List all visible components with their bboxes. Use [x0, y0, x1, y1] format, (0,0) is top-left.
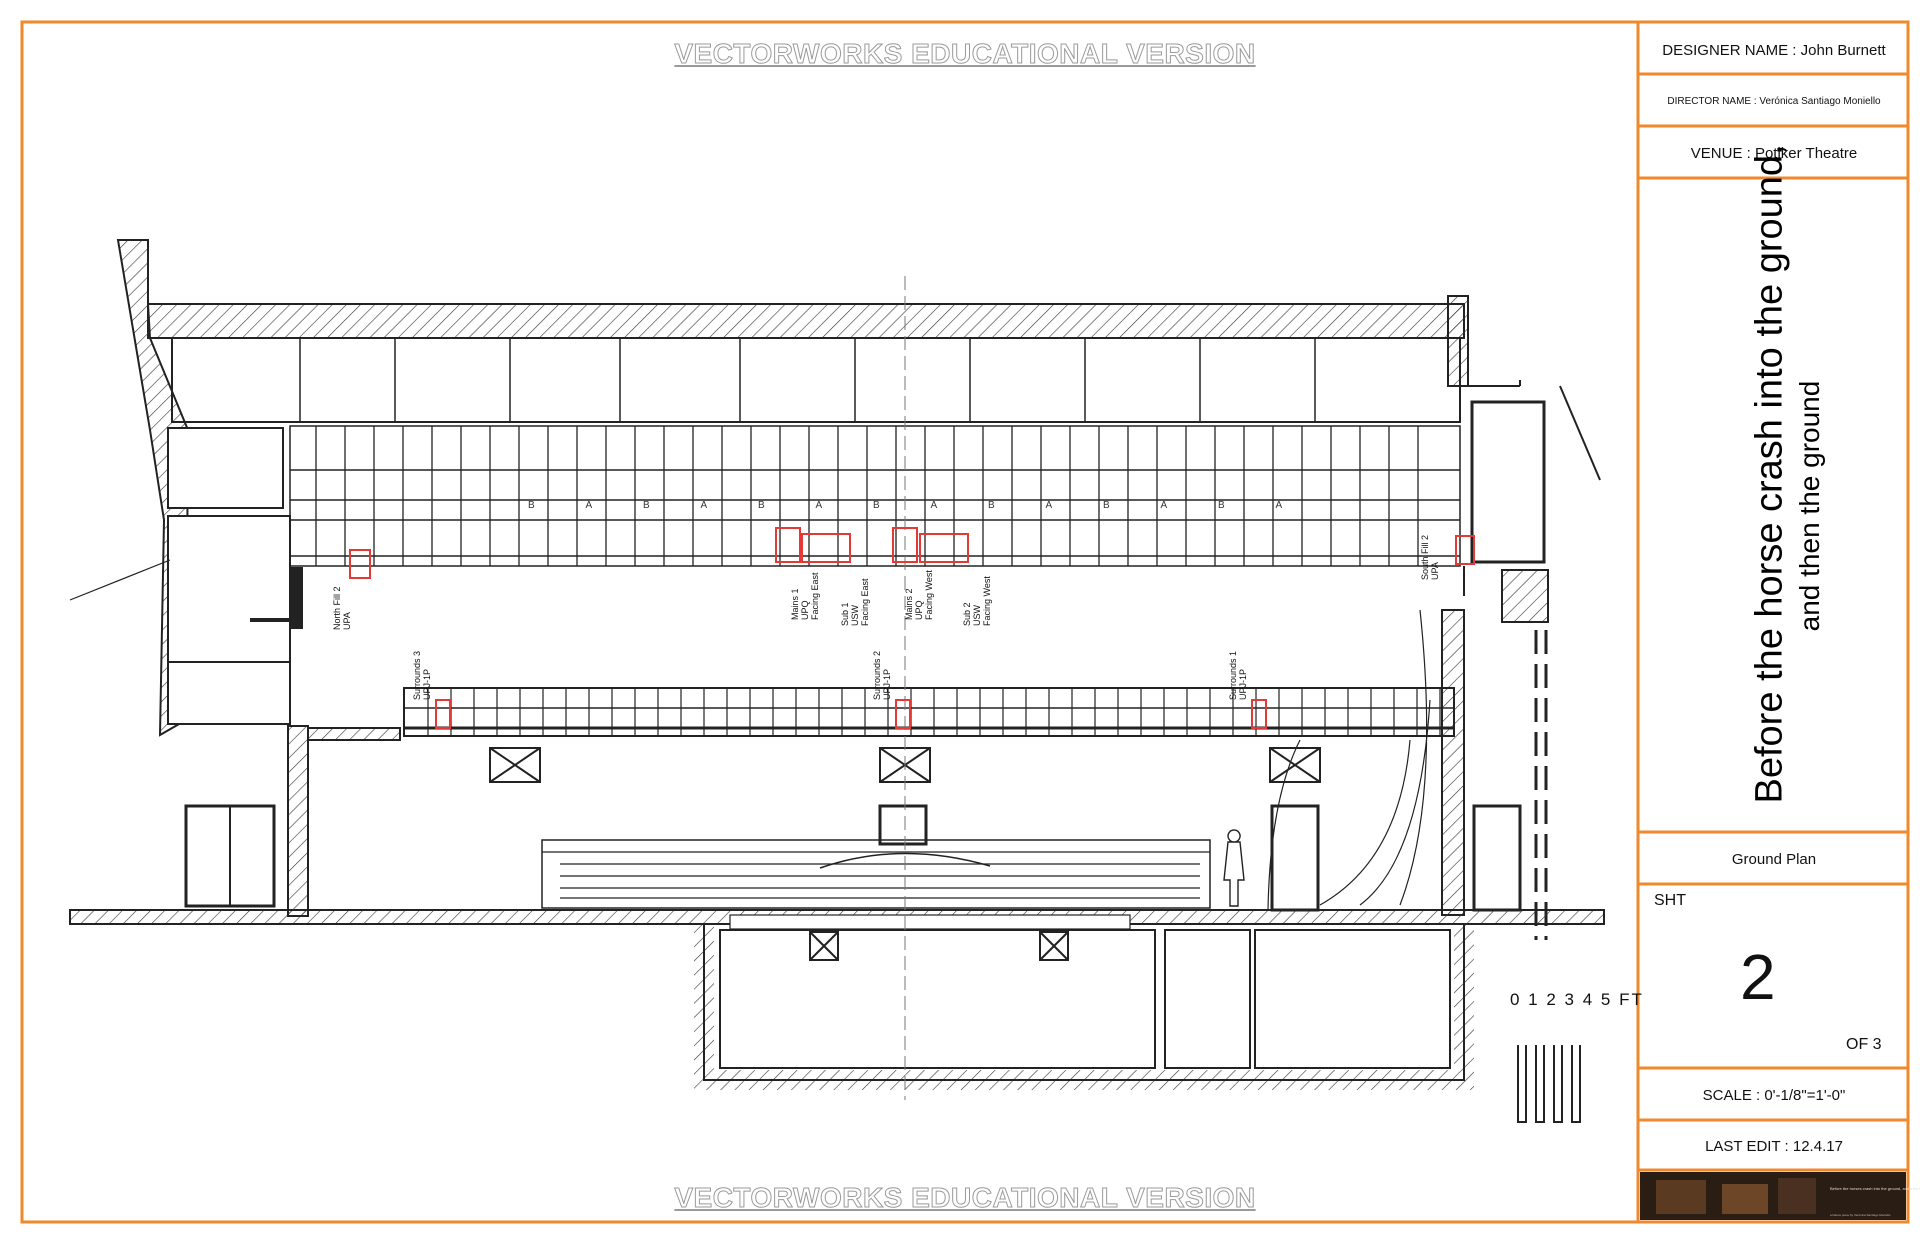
speaker-labels: North Fill 2UPA South Fill 2UPA Mains 1U… [332, 535, 1440, 700]
watermark-bottom: VECTORWORKS EDUCATIONAL VERSION [674, 1182, 1256, 1214]
title-block-frame [1636, 20, 1910, 1224]
sheet-number: 2 [1740, 941, 1776, 1013]
pipe-label: B [528, 500, 535, 511]
watermark-top: VECTORWORKS EDUCATIONAL VERSION [674, 38, 1256, 70]
scale-bar-graphic [1517, 1045, 1581, 1123]
pipe-label: B [758, 500, 765, 511]
label-mains1: Mains 1UPQFacing East [790, 572, 820, 620]
speaker-surround2 [895, 699, 911, 729]
venue: VENUE : Potiker Theatre [1690, 144, 1858, 162]
label-surround1: Surrounds 1UPJ-1P [1228, 651, 1248, 700]
thumbnail-caption: Before the horses crash into the ground,… [1830, 1186, 1920, 1191]
speaker-sub1 [801, 533, 851, 563]
scale-note: SCALE : 0'-1/8"=1'-0" [1702, 1086, 1846, 1104]
speaker-mains2 [892, 527, 918, 563]
show-title-line1: Before the horse crash into the ground, [1748, 144, 1791, 804]
speaker-surround1 [1251, 699, 1267, 729]
pipe-label: A [816, 500, 823, 511]
pipe-label: A [1276, 500, 1283, 511]
speakers [349, 527, 1475, 729]
designer-name: DESIGNER NAME : John Burnett [1662, 41, 1886, 59]
sheet-of: OF 3 [1846, 1036, 1882, 1053]
plate-name: Ground Plan [1731, 850, 1817, 868]
pipe-label: A [1161, 500, 1168, 511]
speaker-mains1 [775, 527, 801, 563]
label-south-fill: South Fill 2UPA [1420, 535, 1440, 580]
pipe-label: B [873, 500, 880, 511]
label-surround2: Surrounds 2UPJ-1P [872, 651, 892, 700]
speaker-north-fill [349, 549, 371, 579]
pipe-label: A [931, 500, 938, 511]
label-mains2: Mains 2UPQFacing West [904, 570, 934, 620]
title-block-dividers [1638, 72, 1908, 1172]
label-north-fill: North Fill 2UPA [332, 586, 352, 630]
last-edit: LAST EDIT : 12.4.17 [1705, 1137, 1843, 1155]
pipe-label: B [643, 500, 650, 511]
scale-bar-label: 0 1 2 3 4 5 FT [1510, 990, 1644, 1009]
show-title-line2: and then the ground [1794, 380, 1825, 632]
pipe-label: A [701, 500, 708, 511]
pipe-label: B [988, 500, 995, 511]
pipe-label: A [586, 500, 593, 511]
label-surround3: Surrounds 3UPJ-1P [412, 651, 432, 700]
sheet-label: SHT [1654, 892, 1686, 909]
speaker-surround3 [435, 699, 451, 729]
label-sub2: Sub 2USWFacing West [962, 576, 992, 626]
show-thumbnail: Before the horses crash into the ground,… [1640, 1172, 1920, 1220]
pipe-label: B [1218, 500, 1225, 511]
director-name: DIRECTOR NAME : Verónica Santiago Moniel… [1667, 95, 1881, 107]
speaker-south-fill [1455, 535, 1475, 565]
label-sub1: Sub 1USWFacing East [840, 578, 870, 626]
theatre-section [69, 239, 1605, 1100]
pipe-label: A [1046, 500, 1053, 511]
pipe-label: B [1103, 500, 1110, 511]
speaker-sub2 [919, 533, 969, 563]
thumbnail-credit: a Dance piece by Verónica Santiago Monie… [1830, 1213, 1891, 1217]
